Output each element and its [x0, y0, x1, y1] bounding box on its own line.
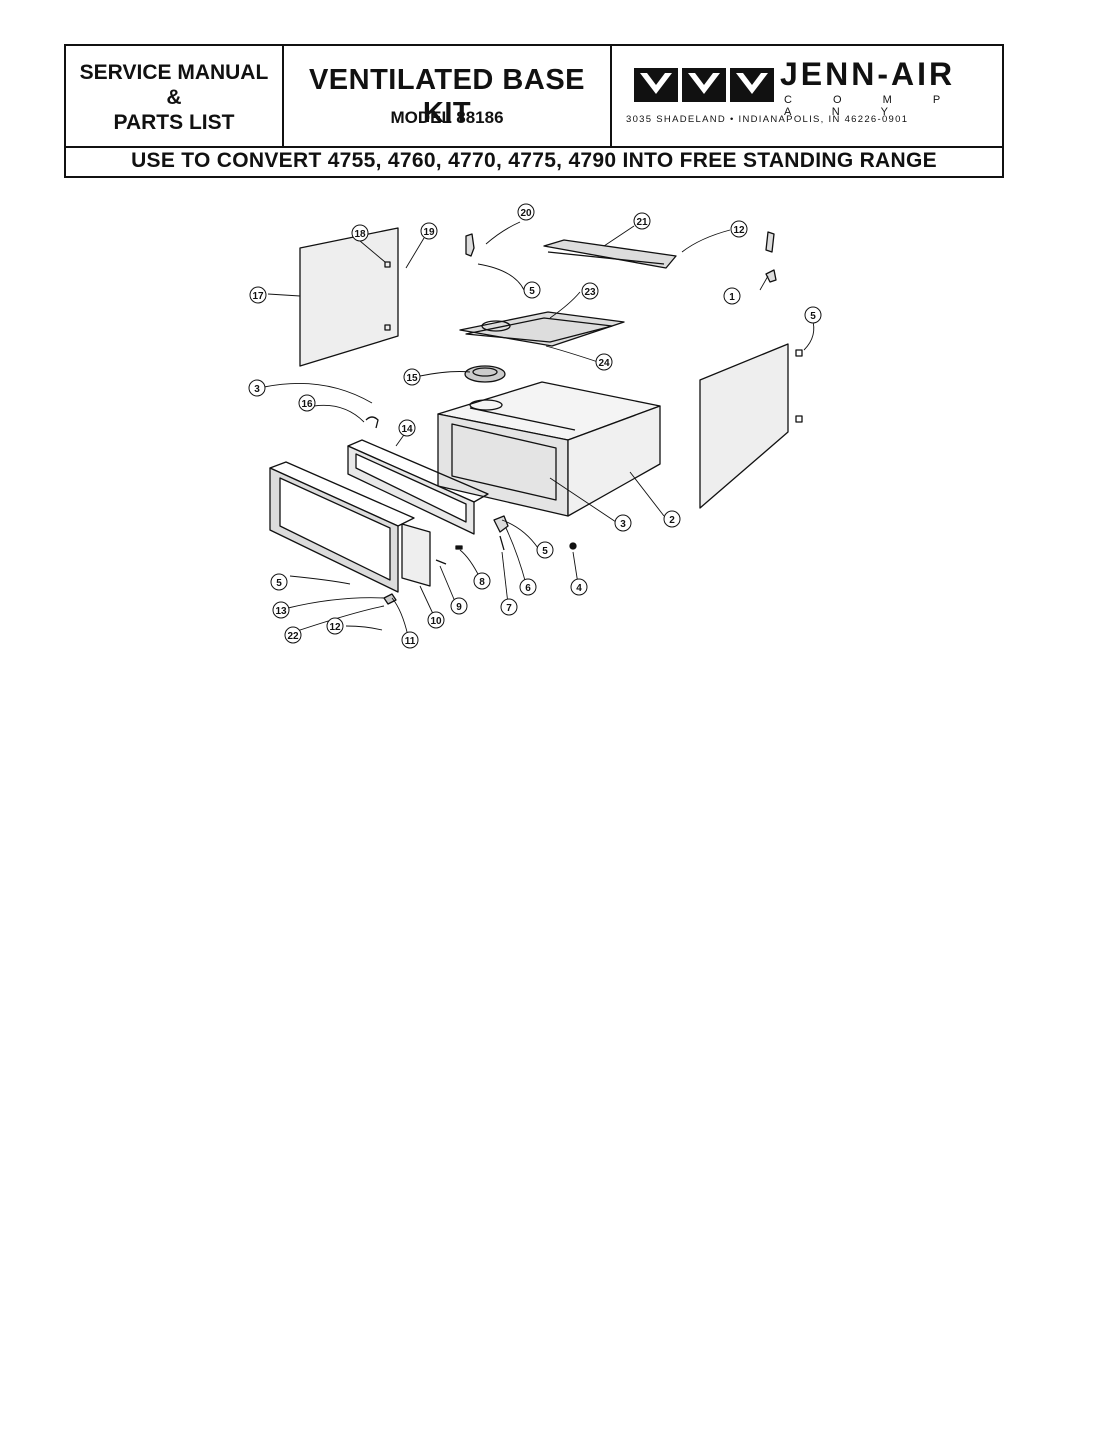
callout-13: 13 — [272, 601, 290, 619]
callout-24: 24 — [595, 353, 613, 371]
svg-text:21: 21 — [636, 217, 648, 228]
callout-4: 4 — [570, 578, 588, 596]
callout-6: 6 — [519, 578, 537, 596]
callout-12b: 12 — [326, 617, 344, 635]
header-top-row: SERVICE MANUAL & PARTS LIST VENTILATED B… — [66, 46, 1002, 148]
callout-2: 2 — [663, 510, 681, 528]
callout-18: 18 — [351, 224, 369, 242]
svg-text:4: 4 — [576, 583, 582, 594]
screw-7 — [499, 535, 505, 551]
svg-text:5: 5 — [810, 311, 816, 322]
side-panel-left — [299, 227, 399, 367]
bracket-20 — [465, 233, 475, 257]
svg-text:7: 7 — [506, 603, 512, 614]
kit-block: VENTILATED BASE KIT MODEL 88186 — [284, 46, 612, 146]
svg-text:5: 5 — [542, 546, 548, 557]
kit-title: VENTILATED BASE KIT — [308, 64, 586, 129]
callout-22: 22 — [284, 626, 302, 644]
callout-20: 20 — [517, 203, 535, 221]
svg-text:17: 17 — [252, 291, 264, 302]
clip-13 — [383, 593, 397, 605]
clip-18 — [384, 261, 391, 268]
jenn-air-logo-icon — [634, 68, 774, 102]
callout-8: 8 — [473, 572, 491, 590]
svg-text:12: 12 — [329, 622, 341, 633]
panel-10 — [401, 523, 431, 587]
nut-4 — [569, 542, 577, 550]
svg-text:12: 12 — [733, 225, 745, 236]
model-number: MODEL 88186 — [390, 108, 504, 127]
svg-text:23: 23 — [584, 287, 596, 298]
callout-21: 21 — [633, 212, 651, 230]
callout-3b: 3 — [614, 514, 632, 532]
callout-23: 23 — [581, 282, 599, 300]
svg-text:14: 14 — [401, 424, 413, 435]
svg-text:20: 20 — [520, 208, 532, 219]
svg-text:16: 16 — [301, 399, 313, 410]
company-address: 3035 SHADELAND • INDIANAPOLIS, IN 46226-… — [626, 114, 909, 125]
svg-text:13: 13 — [275, 606, 287, 617]
callout-19: 19 — [420, 222, 438, 240]
svg-text:3: 3 — [620, 519, 626, 530]
svg-text:10: 10 — [430, 616, 442, 627]
header-box: SERVICE MANUAL & PARTS LIST VENTILATED B… — [64, 44, 1004, 178]
callout-14: 14 — [398, 419, 416, 437]
cover-plate-23 — [459, 311, 625, 347]
svg-text:5: 5 — [529, 286, 535, 297]
svg-text:15: 15 — [406, 373, 418, 384]
callout-10: 10 — [427, 611, 445, 629]
callout-9: 9 — [450, 597, 468, 615]
doc-type-line-1: SERVICE MANUAL — [79, 61, 269, 84]
callout-5d: 5 — [270, 573, 288, 591]
clip-18b — [384, 324, 391, 331]
brand-name: JENN-AIR — [780, 56, 956, 92]
callout-12a: 12 — [730, 220, 748, 238]
callout-17: 17 — [249, 286, 267, 304]
spacer-8 — [455, 545, 463, 550]
callout-1: 1 — [723, 287, 741, 305]
svg-text:3: 3 — [254, 384, 260, 395]
strip-9 — [435, 559, 447, 565]
callout-5a: 5 — [523, 281, 541, 299]
svg-text:18: 18 — [354, 229, 366, 240]
svg-text:9: 9 — [456, 602, 462, 613]
callout-5c: 5 — [536, 541, 554, 559]
brand-subtitle: C O M P A N Y — [784, 94, 959, 118]
callout-5b: 5 — [804, 306, 822, 324]
exploded-parts-diagram: 1 2 3 3 4 5 5 5 5 6 7 8 9 10 11 12 12 13… — [248, 203, 822, 649]
svg-text:2: 2 — [669, 515, 675, 526]
callout-7: 7 — [500, 598, 518, 616]
clip-6 — [493, 515, 509, 533]
callout-3a: 3 — [248, 379, 266, 397]
convert-line: USE TO CONVERT 4755, 4760, 4770, 4775, 4… — [131, 149, 937, 172]
callout-16: 16 — [298, 394, 316, 412]
svg-text:1: 1 — [729, 292, 735, 303]
svg-text:19: 19 — [423, 227, 435, 238]
doc-type-line-3: PARTS LIST — [113, 111, 235, 134]
callout-11: 11 — [401, 631, 419, 649]
svg-text:24: 24 — [598, 358, 610, 369]
svg-text:5: 5 — [276, 578, 282, 589]
doc-type-block: SERVICE MANUAL & PARTS LIST — [66, 46, 284, 146]
callout-15: 15 — [403, 368, 421, 386]
side-panel-right — [699, 343, 789, 509]
clip-16 — [365, 416, 379, 429]
svg-text:6: 6 — [525, 583, 531, 594]
svg-text:11: 11 — [405, 636, 416, 647]
doc-type-line-2: & — [166, 86, 182, 109]
brand-block: JENN-AIR C O M P A N Y 3035 SHADELAND • … — [612, 46, 1002, 146]
svg-text:22: 22 — [287, 631, 299, 642]
latch-1 — [765, 231, 777, 283]
svg-text:8: 8 — [479, 577, 485, 588]
channel-21 — [543, 239, 677, 269]
